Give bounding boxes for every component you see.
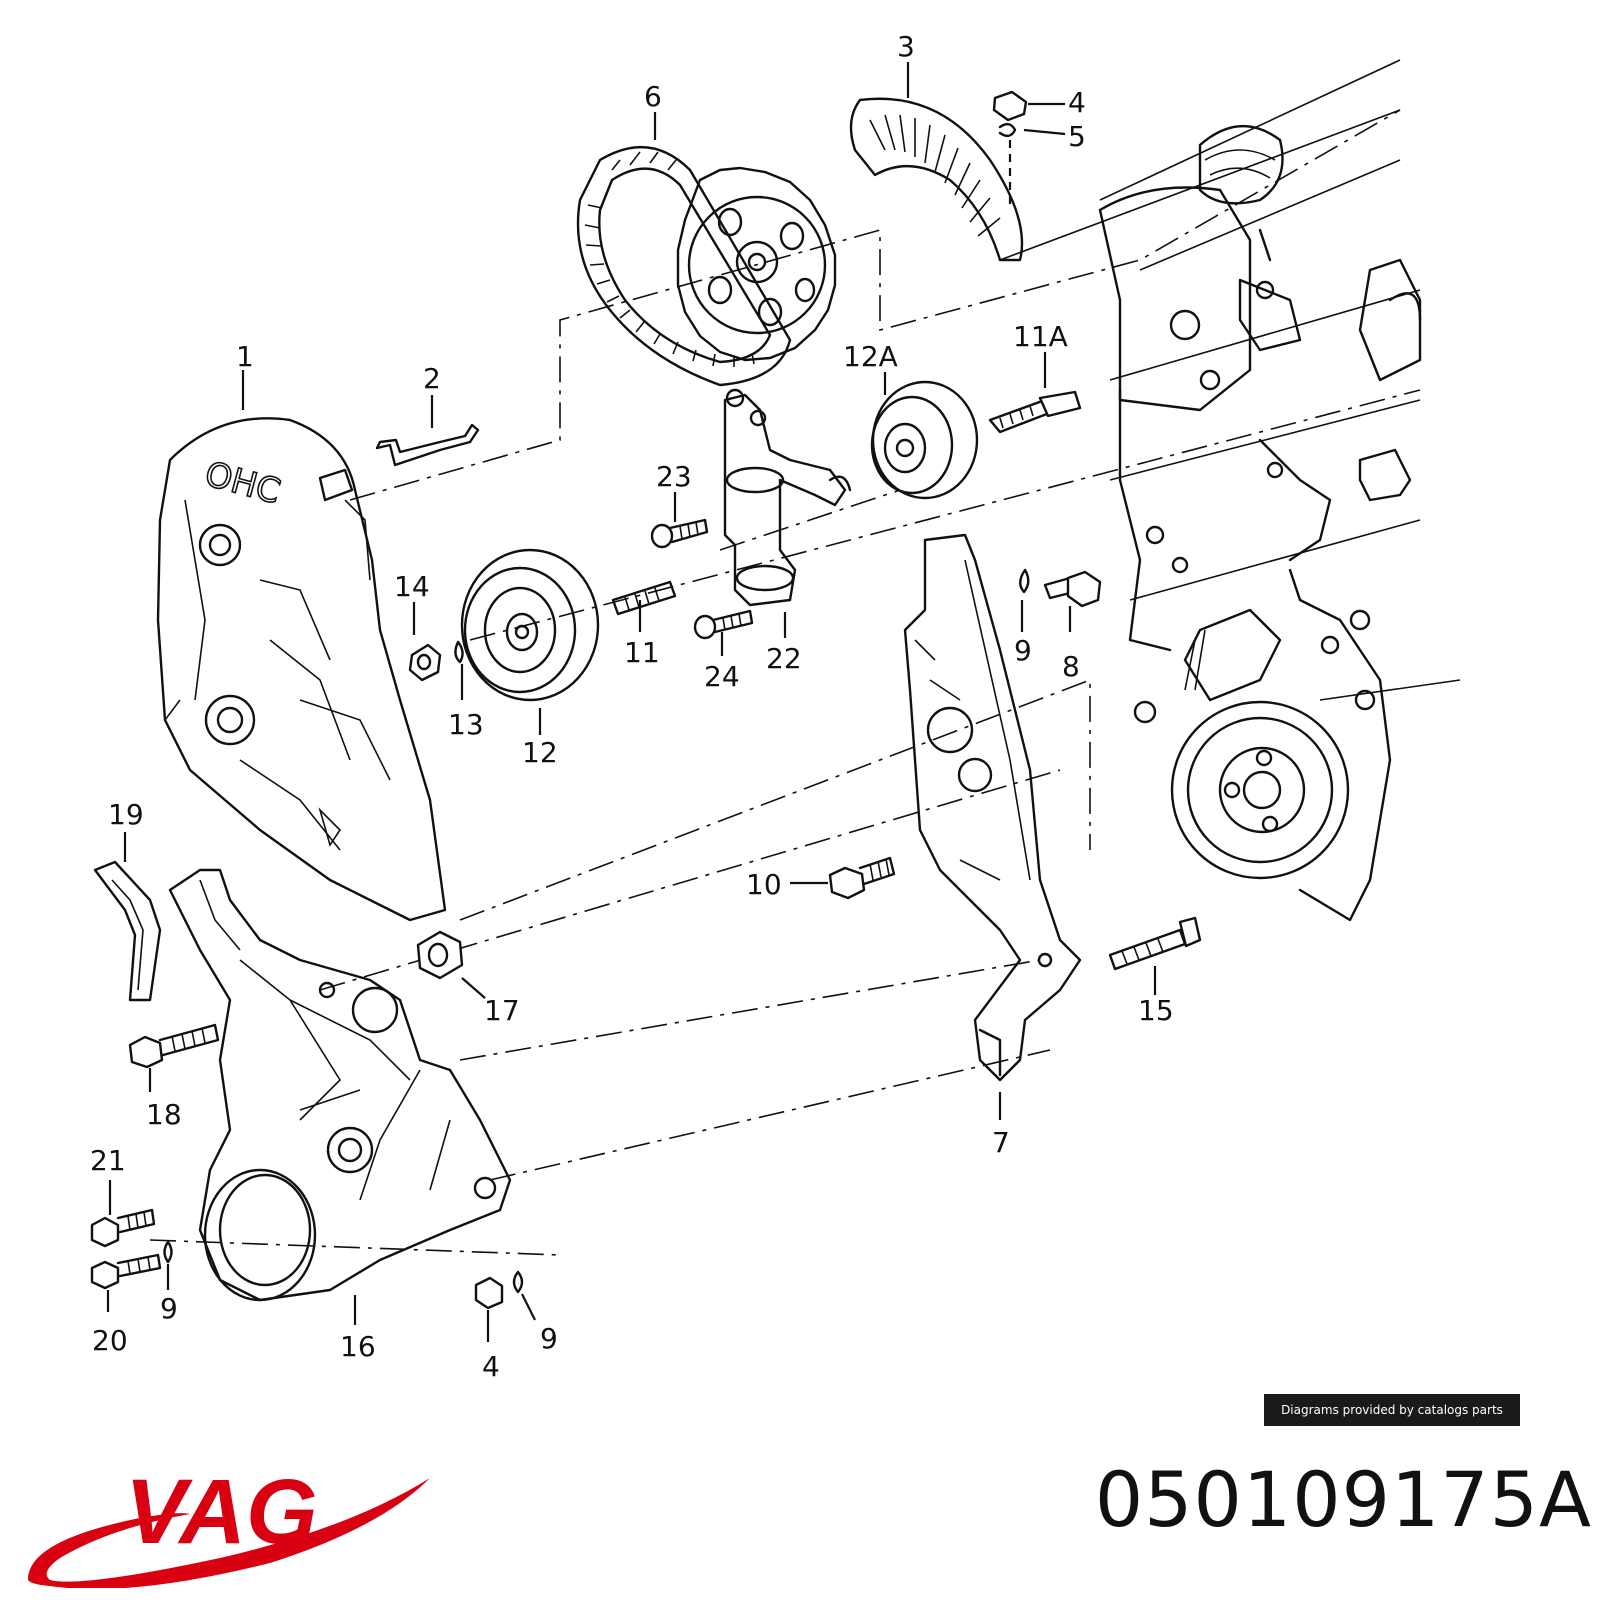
callout-9-upper: 9: [1014, 634, 1032, 667]
camshaft-sprocket: [676, 166, 837, 362]
crankshaft-pulley: [1133, 568, 1392, 922]
tensioner-assembly: [723, 388, 852, 607]
callout-11: 11: [624, 636, 660, 669]
lower-timing-cover: [168, 868, 512, 1302]
vag-logo: VAG: [27, 1461, 430, 1588]
tensioner-pulley-12a: [870, 380, 1082, 500]
small-bolts: [611, 518, 754, 640]
callout-labels: 1 2 3 4 5 6 12A 11A 23 14 13 12 11 22 24…: [90, 30, 1174, 1383]
callout-20: 20: [92, 1324, 128, 1357]
callout-18: 18: [146, 1098, 182, 1131]
clip-2: [375, 423, 480, 467]
part-number: 050109175A: [1094, 1455, 1592, 1544]
leader-lines: [106, 62, 1157, 1342]
callout-22: 22: [766, 642, 802, 675]
idler-pulley-12: [408, 548, 600, 702]
callout-5: 5: [1068, 120, 1086, 153]
callout-9-bottom: 9: [540, 1322, 558, 1355]
bolt-18: [128, 1023, 220, 1069]
top-nut-washer: [992, 90, 1028, 210]
bolt-15: [1108, 916, 1202, 971]
callout-19: 19: [108, 798, 144, 831]
bottom-fasteners: [90, 1208, 524, 1310]
callout-3: 3: [897, 30, 915, 63]
callout-1: 1: [236, 340, 254, 373]
backing-plate: [849, 97, 1024, 262]
logo-swoosh: [27, 1478, 430, 1588]
rear-timing-plate: [903, 533, 1082, 1082]
nut-17: [416, 930, 464, 980]
upper-timing-cover: OHC: [156, 417, 447, 922]
engine-block: [999, 59, 1461, 701]
callout-23: 23: [656, 460, 692, 493]
callout-6: 6: [644, 80, 662, 113]
bolt-10: [828, 856, 896, 900]
callout-24: 24: [704, 660, 740, 693]
callout-12a: 12A: [843, 340, 898, 373]
callout-7: 7: [992, 1126, 1010, 1159]
callout-16: 16: [340, 1330, 376, 1363]
exploded-parts-diagram: OHC: [90, 30, 1461, 1383]
diagram-credit-badge: Diagrams provided by catalogs parts: [1264, 1394, 1520, 1426]
callout-9-left: 9: [160, 1292, 178, 1325]
cover-marking: OHC: [201, 454, 285, 512]
bolt-8-washer: [1019, 568, 1102, 608]
callout-13: 13: [448, 708, 484, 741]
callout-21: 21: [90, 1144, 126, 1177]
timing-belt: [576, 145, 792, 387]
callout-4-bottom: 4: [482, 1350, 500, 1383]
callout-15: 15: [1138, 994, 1174, 1027]
callout-14: 14: [394, 570, 430, 603]
callout-10: 10: [746, 868, 782, 901]
callout-17: 17: [484, 994, 520, 1027]
assembly-axes: [149, 109, 1421, 1256]
callout-2: 2: [423, 362, 441, 395]
callout-8: 8: [1062, 650, 1080, 683]
callout-4-top: 4: [1068, 86, 1086, 119]
logo-wordmark: VAG: [125, 1461, 318, 1563]
callout-12: 12: [522, 736, 558, 769]
seal-strip-19: [93, 860, 162, 1002]
callout-11a: 11A: [1013, 320, 1068, 353]
